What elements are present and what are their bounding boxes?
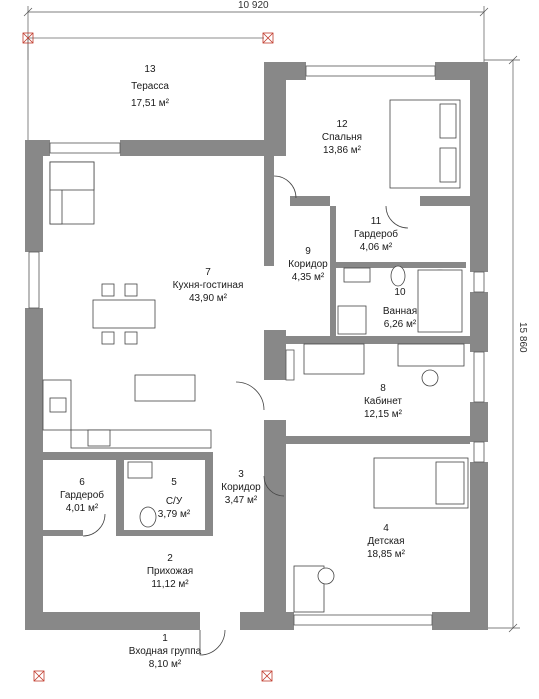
- room-12-number: 12: [336, 119, 348, 130]
- room-10-number: 10: [394, 287, 406, 298]
- height-dimension: 15 860: [517, 322, 528, 353]
- room-2-name: Прихожая: [146, 566, 194, 577]
- room-1-label: 1 Входная группа 8,10 м²: [129, 632, 201, 671]
- room-6-name: Гардероб: [60, 490, 104, 501]
- room-5-label: 5 С/У 3,79 м²: [158, 476, 190, 521]
- room-12-label: 12 Спальня 13,86 м²: [322, 118, 362, 157]
- room-11-number: 11: [370, 216, 382, 227]
- room-6-number: 6: [79, 477, 85, 488]
- dimension-lines: [23, 6, 520, 633]
- terrace-outline: [27, 37, 264, 140]
- room-9-area: 4,35 м²: [291, 272, 325, 283]
- room-5-name: С/У: [165, 496, 183, 507]
- walls: [25, 62, 488, 630]
- room-1-area: 8,10 м²: [148, 659, 182, 670]
- room-8-label: 8 Кабинет 12,15 м²: [364, 382, 402, 421]
- room-2-area: 11,12 м²: [151, 579, 189, 590]
- terrace-posts: [22, 32, 274, 682]
- room-10-label: 10 Ванная 6,26 м²: [383, 286, 417, 331]
- room-4-area: 18,85 м²: [366, 549, 406, 560]
- room-11-area: 4,06 м²: [359, 242, 393, 253]
- room-8-area: 12,15 м²: [363, 409, 403, 420]
- room-8-name: Кабинет: [363, 396, 403, 407]
- room-9-label: 9 Коридор 4,35 м²: [288, 245, 328, 284]
- room-11-label: 11 Гардероб 4,06 м²: [354, 215, 398, 254]
- room-4-number: 4: [383, 523, 389, 534]
- room-4-label: 4 Детская 18,85 м²: [367, 522, 405, 561]
- room-13-area: 17,51 м²: [130, 98, 170, 109]
- room-7-label: 7 Кухня-гостиная 43,90 м²: [173, 266, 244, 305]
- room-7-area: 43,90 м²: [188, 293, 227, 304]
- room-3-number: 3: [238, 469, 244, 480]
- room-10-area: 6,26 м²: [383, 319, 417, 330]
- room-12-area: 13,86 м²: [322, 145, 361, 156]
- room-2-number: 2: [167, 553, 173, 564]
- room-5-area: 3,79 м²: [157, 509, 191, 520]
- room-7-number: 7: [205, 267, 211, 278]
- room-11-name: Гардероб: [354, 229, 398, 240]
- room-12-name: Спальня: [321, 132, 363, 143]
- room-8-number: 8: [380, 383, 386, 394]
- doors: [82, 175, 409, 656]
- room-9-name: Коридор: [288, 259, 328, 270]
- room-9-number: 9: [305, 246, 311, 257]
- room-13-label: 13 Терасса 17,51 м²: [131, 63, 169, 110]
- room-3-name: Коридор: [221, 482, 261, 493]
- room-4-name: Детская: [367, 536, 405, 547]
- room-1-number: 1: [162, 633, 168, 644]
- room-6-label: 6 Гардероб 4,01 м²: [60, 476, 104, 515]
- room-13-name: Терасса: [131, 81, 169, 92]
- windows: [28, 65, 485, 626]
- room-3-label: 3 Коридор 3,47 м²: [221, 468, 261, 507]
- width-dimension: 10 920: [238, 0, 269, 11]
- room-6-area: 4,01 м²: [65, 503, 99, 514]
- room-1-name: Входная группа: [128, 646, 202, 657]
- room-5-number: 5: [171, 477, 177, 488]
- room-7-name: Кухня-гостиная: [172, 280, 244, 291]
- furniture: [42, 99, 469, 613]
- room-3-area: 3,47 м²: [224, 495, 258, 506]
- room-10-name: Ванная: [382, 306, 418, 317]
- room-2-label: 2 Прихожая 11,12 м²: [147, 552, 193, 591]
- room-13-number: 13: [144, 64, 156, 75]
